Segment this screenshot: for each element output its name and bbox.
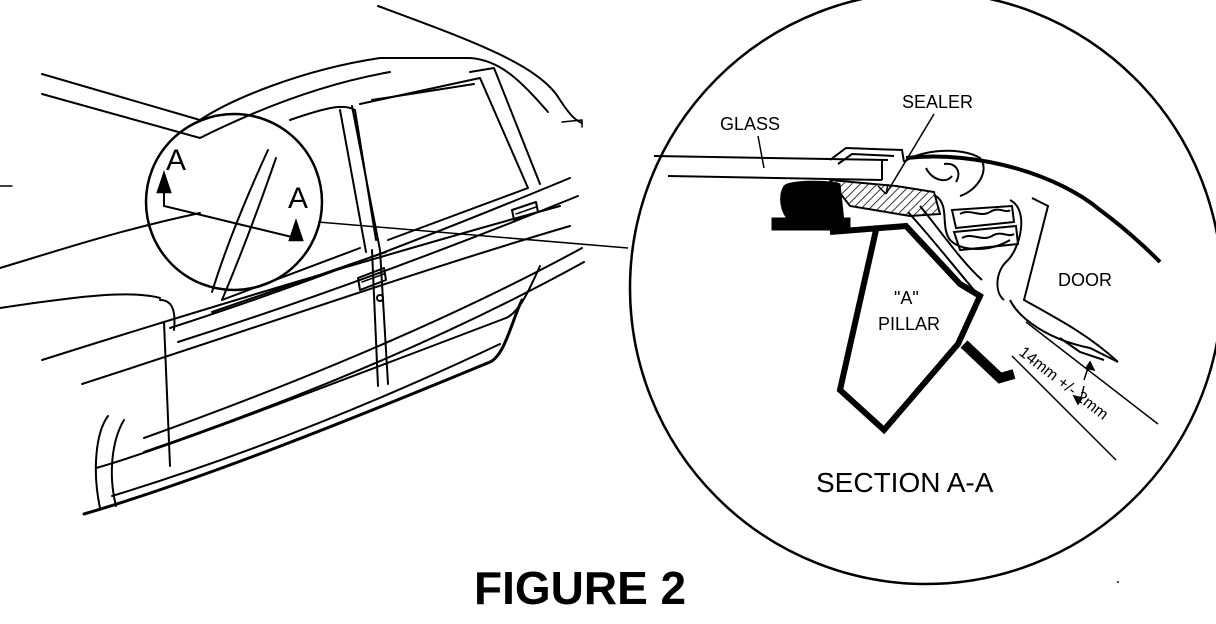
rubber-seal — [771, 180, 851, 231]
section-title: SECTION A-A — [816, 467, 994, 498]
molding-clip — [829, 146, 985, 197]
label-leaders — [757, 113, 935, 195]
a-pillar-label-line1: "A" — [894, 288, 919, 308]
a-pillar — [829, 205, 1016, 435]
dimension-arrow-icon — [1084, 360, 1096, 372]
figure-caption: FIGURE 2 — [474, 562, 686, 614]
a-pillar-label-line2: PILLAR — [878, 314, 940, 334]
car-illustration — [0, 5, 585, 516]
glass-pane — [653, 155, 889, 181]
door-weatherstrip — [935, 195, 1023, 301]
section-marker-left: A — [166, 144, 186, 177]
section-marker-right: A — [288, 182, 308, 215]
dimension-arrow-icon — [1072, 394, 1084, 406]
section-detail: GLASS SEALER DOOR "A" PILLAR 14mm +/- 2m… — [628, 0, 1216, 586]
glass-label: GLASS — [720, 114, 780, 134]
dimension-lines — [1011, 321, 1159, 461]
sealer-label: SEALER — [902, 92, 973, 112]
arrow-up-icon — [156, 170, 172, 194]
dimension-label: 14mm +/- 2mm — [1016, 344, 1112, 424]
door-label: DOOR — [1058, 270, 1112, 290]
sealer-bead — [827, 178, 942, 218]
arrow-up-icon — [288, 218, 304, 242]
section-callout-circle — [144, 112, 629, 292]
door-skin — [905, 154, 1162, 363]
leader-line — [317, 221, 629, 249]
detail-circle — [628, 0, 1216, 586]
speck — [1117, 581, 1119, 583]
